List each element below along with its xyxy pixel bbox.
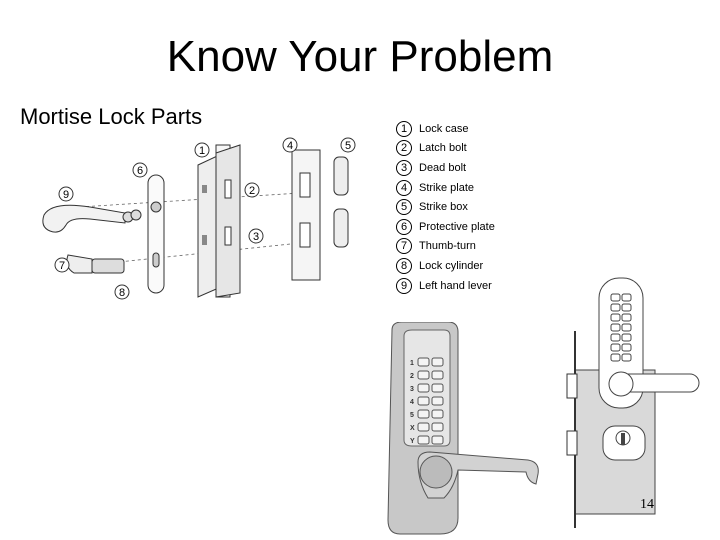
legend-number: 3 [396,159,412,176]
svg-text:7: 7 [59,260,65,272]
legend-item: 1 Lock case [396,119,526,139]
legend-number: 7 [396,238,412,255]
legend-item: 3 Dead bolt [396,158,526,178]
keypad-key-label: 1 [410,360,414,367]
legend-number: 1 [396,120,412,137]
keypad-key-label: Y [410,438,415,445]
svg-text:4: 4 [287,140,293,152]
legend-number: 5 [396,199,412,216]
svg-text:9: 9 [63,189,69,201]
legend-label: Strike plate [419,181,475,194]
legend-label: Left hand lever [419,279,492,292]
strike-box-part [333,156,349,196]
lever-handle-part [42,204,126,233]
legend-label: Latch bolt [419,142,467,155]
legend-label: Strike box [419,201,468,214]
strike-plate-part [291,149,321,281]
slide-subtitle: Mortise Lock Parts [20,104,203,129]
page-number: 14 [640,497,654,512]
legend-number: 6 [396,218,412,235]
legend-item: 8 Lock cylinder [396,256,526,276]
legend-label: Thumb-turn [419,240,476,253]
legend-item: 6 Protective plate [396,217,526,237]
protective-plate-part [147,174,165,294]
svg-text:8: 8 [119,287,125,299]
legend-item: 2 Latch bolt [396,139,526,159]
slide-title: Know Your Problem [166,32,554,81]
legend-label: Dead bolt [419,161,467,174]
svg-text:2: 2 [249,185,255,197]
legend-number: 2 [396,140,412,157]
keypad-key-label: 4 [410,399,414,406]
legend-item: 9 Left hand lever [396,276,526,296]
legend-label: Protective plate [419,220,495,233]
legend-label: Lock cylinder [419,259,484,272]
keypad-key-label: X [410,425,415,432]
parts-legend: 1 Lock case 2 Latch bolt 3 Dead bolt 4 S… [396,119,526,295]
keypad-lever-lock-illustration: 1 2 3 4 5 X Y [387,322,539,535]
legend-item: 7 Thumb-turn [396,237,526,257]
thumb-turn-part [66,254,125,274]
keypad-key-label: 5 [410,412,414,419]
legend-number: 4 [396,179,412,196]
mortise-lock-diagram: 1 2 3 4 5 6 7 8 9 [42,137,356,300]
legend-label: Lock case [419,122,469,135]
legend-item: 5 Strike box [396,197,526,217]
svg-text:3: 3 [253,231,259,243]
keypad-mortise-lock-illustration [566,277,700,528]
svg-text:6: 6 [137,165,143,177]
svg-text:1: 1 [199,145,205,157]
svg-text:5: 5 [345,140,351,152]
legend-item: 4 Strike plate [396,178,526,198]
legend-number: 9 [396,277,412,294]
keypad-key-label: 2 [410,373,414,380]
legend-number: 8 [396,257,412,274]
keypad-key-label: 3 [410,386,414,393]
